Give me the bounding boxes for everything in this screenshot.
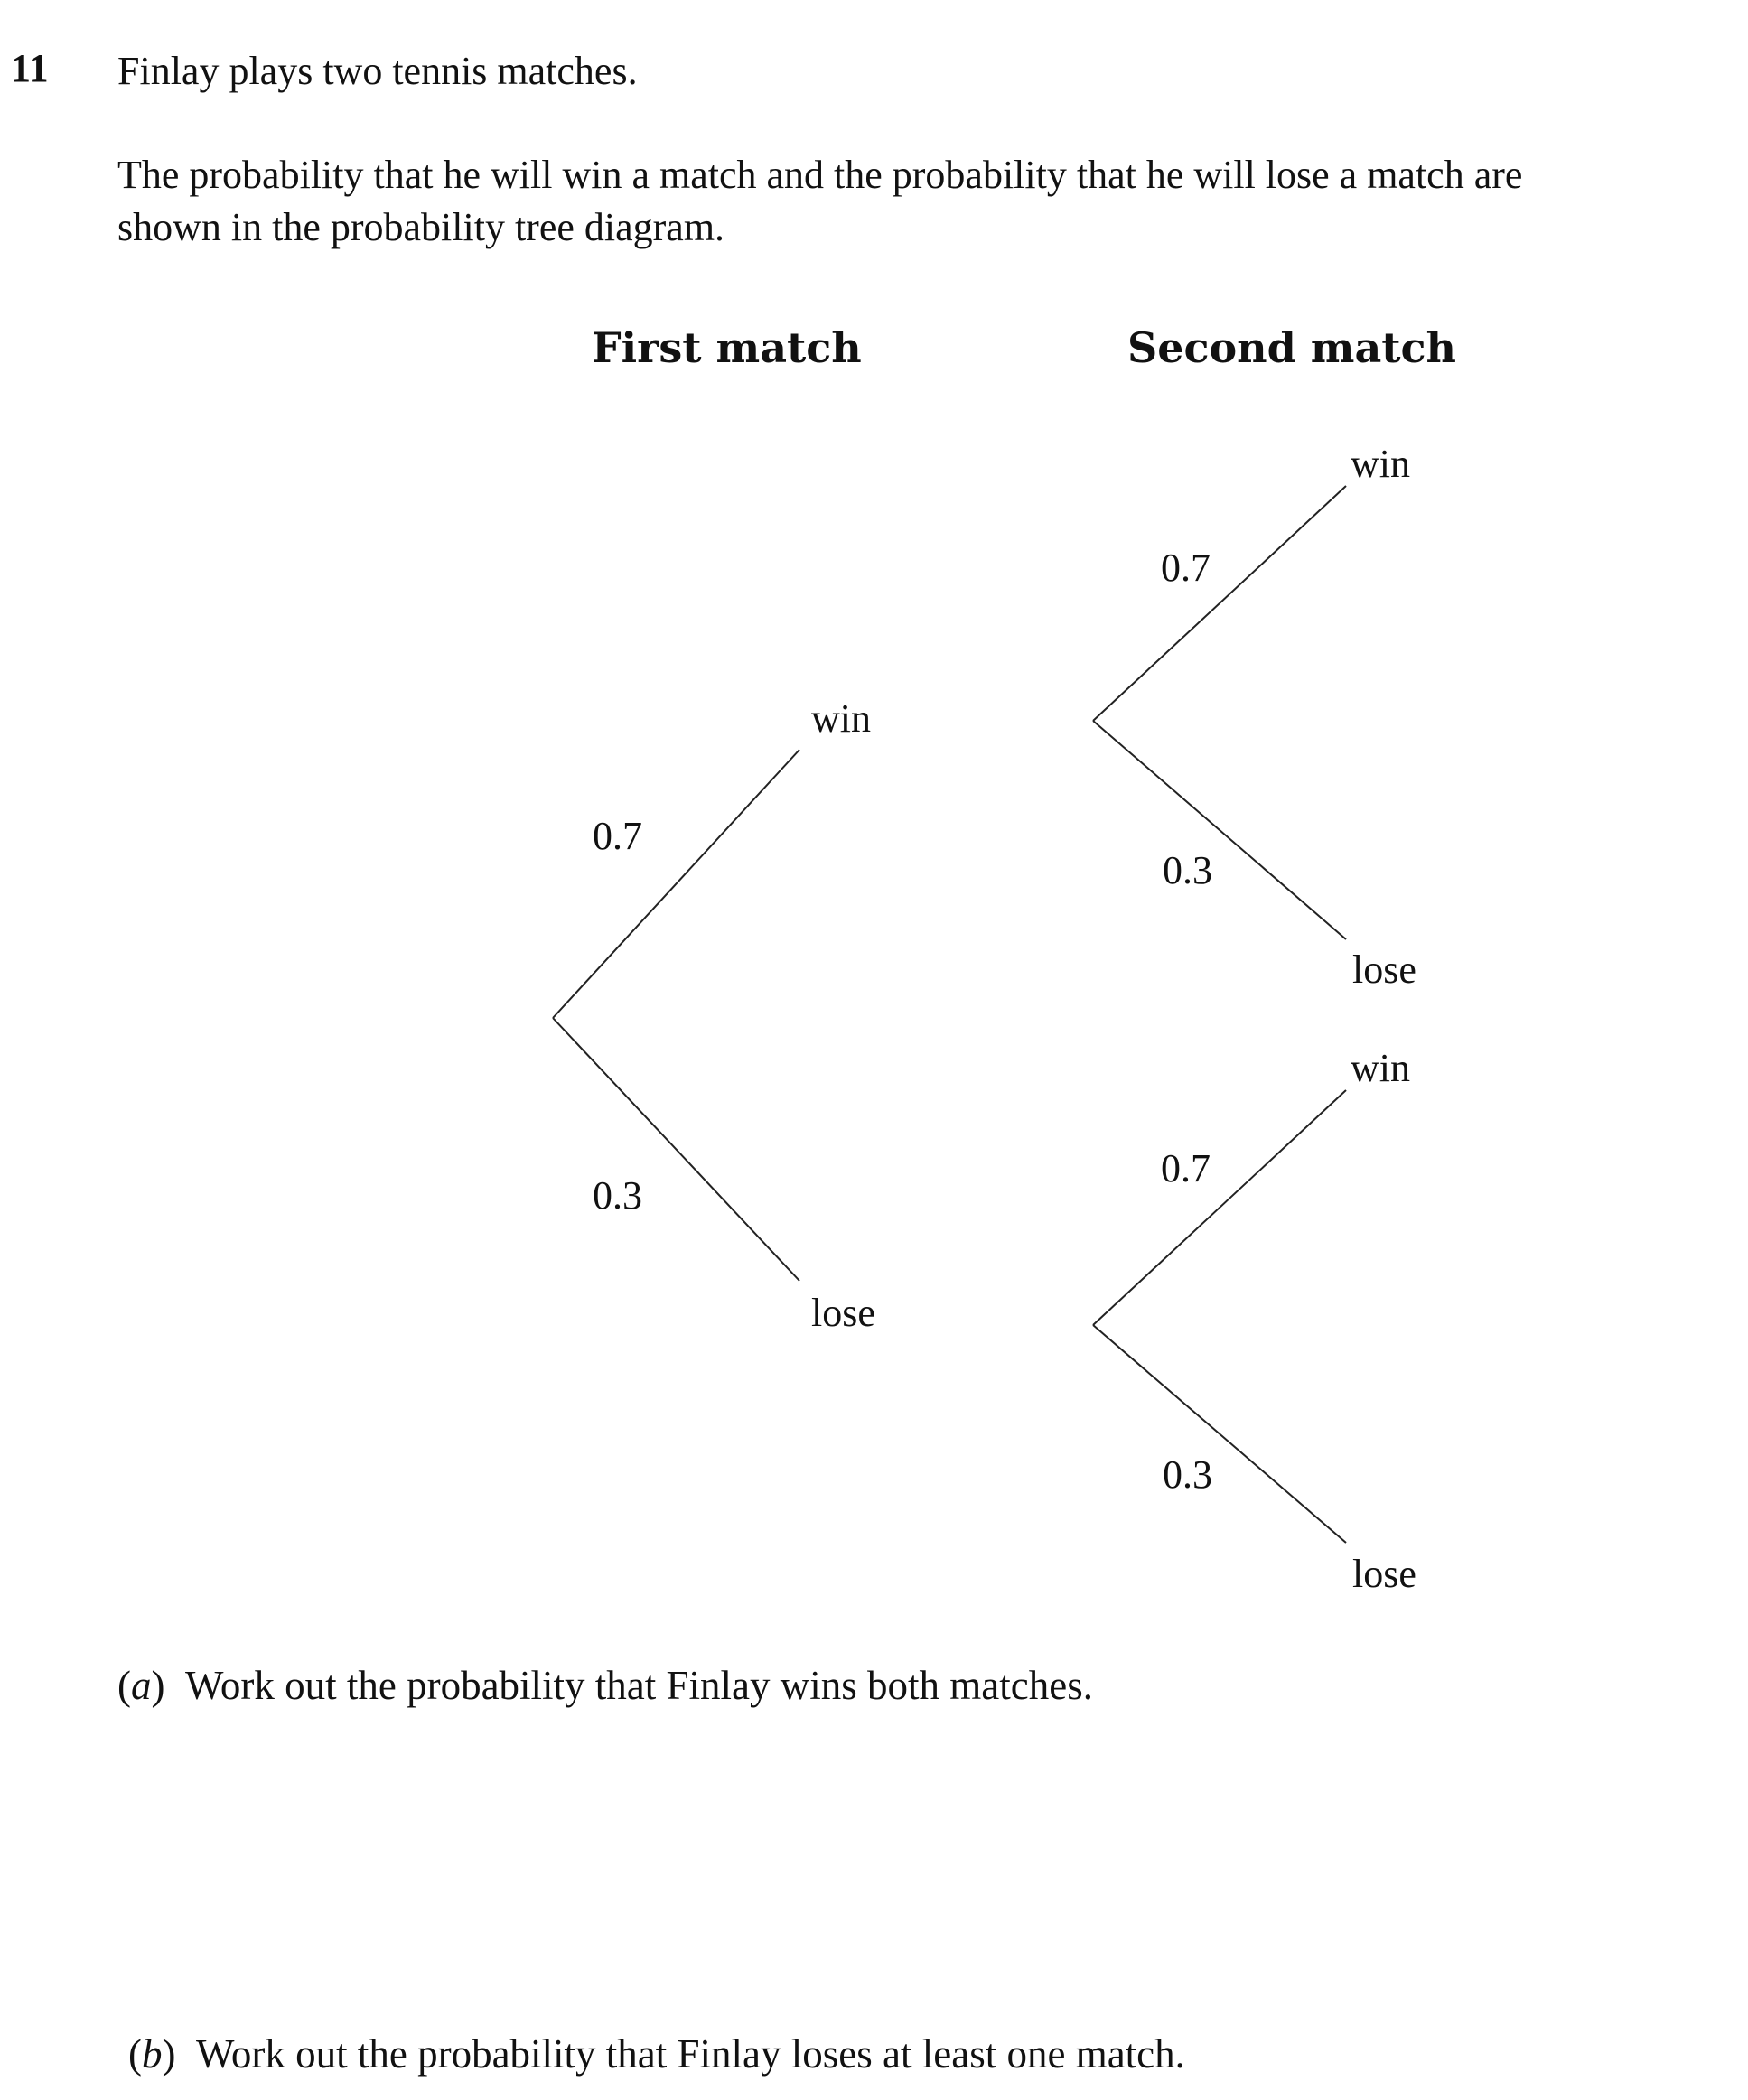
outcome-second-lose-after-lose: lose bbox=[1352, 1552, 1416, 1596]
description-line-1: The probability that he will win a match… bbox=[117, 153, 1523, 197]
outcome-first-lose: lose bbox=[811, 1291, 875, 1335]
part-b-letter: b bbox=[142, 2031, 163, 2077]
question-number: 11 bbox=[11, 46, 49, 90]
description-line-2: shown in the probability tree diagram. bbox=[117, 205, 725, 249]
branch-first-lose bbox=[552, 1017, 800, 1282]
prob-second-lose-after-lose: 0.3 bbox=[1163, 1452, 1212, 1497]
branch-second-win-after-win bbox=[1092, 485, 1347, 722]
outcome-second-win-after-lose: win bbox=[1351, 1046, 1410, 1090]
outcome-second-win-after-win: win bbox=[1351, 442, 1410, 486]
question-description: The probability that he will win a match… bbox=[117, 149, 1725, 254]
outcome-first-win: win bbox=[811, 696, 871, 741]
part-b-text: Work out the probability that Finlay los… bbox=[196, 2031, 1185, 2077]
part-a-letter: a bbox=[131, 1663, 152, 1708]
part-b: (b) Work out the probability that Finlay… bbox=[128, 2031, 1185, 2077]
branch-second-lose-after-win bbox=[1092, 720, 1347, 940]
question-intro: Finlay plays two tennis matches. bbox=[117, 49, 638, 93]
prob-second-lose-after-win: 0.3 bbox=[1163, 848, 1212, 892]
prob-first-win: 0.7 bbox=[593, 814, 642, 858]
prob-first-lose: 0.3 bbox=[593, 1173, 642, 1218]
part-a: (a) Work out the probability that Finlay… bbox=[117, 1663, 1093, 1708]
branch-second-lose-after-lose bbox=[1092, 1324, 1347, 1544]
branch-first-win bbox=[552, 749, 800, 1019]
prob-second-win-after-lose: 0.7 bbox=[1161, 1146, 1211, 1190]
prob-second-win-after-win: 0.7 bbox=[1161, 546, 1211, 590]
heading-first-match: First match bbox=[592, 323, 862, 372]
part-a-text: Work out the probability that Finlay win… bbox=[185, 1663, 1093, 1708]
heading-second-match: Second match bbox=[1127, 323, 1456, 372]
outcome-second-lose-after-win: lose bbox=[1352, 947, 1416, 992]
branch-second-win-after-lose bbox=[1092, 1089, 1347, 1326]
